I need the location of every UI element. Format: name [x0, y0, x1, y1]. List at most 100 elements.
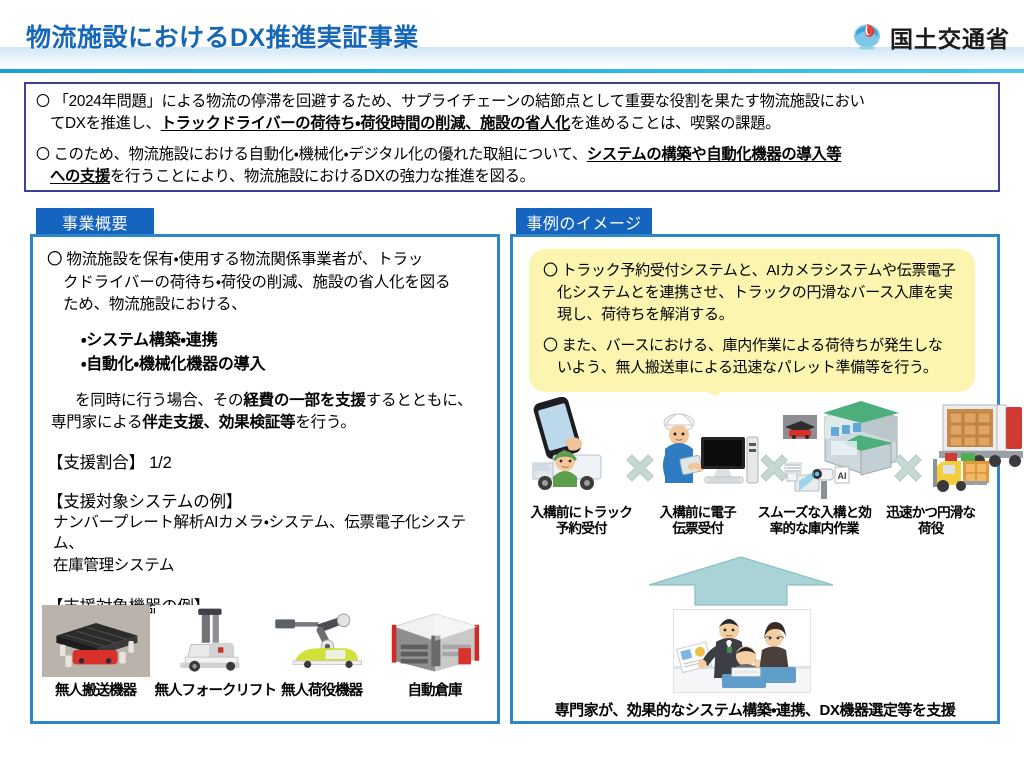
- summary-emphasis: システムの構築や自動化機器の導入等: [586, 146, 842, 164]
- target-systems-list: ナンバープレート解析AIカメラ・システム、伝票電子化システム、 在庫管理システム: [47, 512, 483, 577]
- case-callout: 〇 トラック予約受付システムと、AIカメラシステムや伝票電子 化システムとを連携…: [529, 249, 975, 392]
- overview-text: を同時に行う場合、その: [75, 391, 244, 409]
- equipment-item: 無人搬送機器: [41, 605, 150, 700]
- overview-text: 専門家による: [51, 414, 143, 432]
- summary-emphasis: への支援: [50, 168, 110, 186]
- truck-smartphone-booking-icon: [523, 397, 623, 501]
- summary-box: 〇 「2024年問題」による物流の停滞を回避するため、サプライチェーンの結節点と…: [24, 82, 1000, 192]
- callout-text: いよう、無人搬送車による迅速なパレット準備等を行う。: [557, 359, 938, 376]
- flow-icon-row: AI: [523, 397, 1023, 501]
- truck-forklift-loading-icon: [921, 397, 1024, 501]
- support-rate-label: 【支援割合】: [47, 453, 145, 472]
- x-cross-icon: [891, 453, 925, 501]
- overview-paragraph: 〇 物流施設を保有・使用する物流関係事業者が、トラッ クドライバーの荷待ち・荷役…: [47, 249, 483, 317]
- equipment-caption: 無人フォークリフト: [154, 683, 278, 699]
- list-item: ナンバープレート解析AIカメラ・システム、伝票電子化システム、: [53, 513, 466, 553]
- summary-text: てDXを推進し、: [50, 114, 161, 132]
- caption-line: 予約受付: [555, 521, 608, 537]
- list-item: ・システム構築・連携: [81, 331, 218, 349]
- tab-case-image[interactable]: 事例のイメージ: [516, 208, 652, 236]
- overview-text: するとともに、: [365, 391, 473, 409]
- callout-text: トラック予約受付システムと、AIカメラシステムや伝票電子: [561, 262, 956, 279]
- summary-text: このため、物流施設における自動化・機械化・デジタル化の優れた取組について、: [53, 146, 587, 164]
- flow-step: [657, 397, 759, 501]
- flow-step-caption: 入構前にトラック 予約受付: [523, 505, 640, 538]
- caption-line: スムーズな入構と効: [757, 505, 872, 520]
- summary-text: を行うことにより、物流施設におけるDXの強力な推進を図る。: [110, 168, 535, 186]
- equipment-item: 無人フォークリフト: [154, 605, 278, 700]
- overview-text: クドライバーの荷待ち・荷役の削減、施設の省人化を図る: [63, 273, 451, 291]
- support-rate: 【支援割合】 1/2: [47, 449, 483, 473]
- bullet-icon: 〇: [543, 337, 558, 355]
- summary-text: 「2024年問題」による物流の停滞を回避するため、サプライチェーンの結節点として…: [53, 93, 865, 110]
- header-accent-rule: [0, 69, 1024, 73]
- bullet-icon: 〇: [543, 262, 558, 279]
- bullet-icon: 〇: [36, 146, 50, 163]
- target-systems-heading: 【支援対象システムの例】: [47, 492, 243, 511]
- summary-item: 〇 このため、物流施設における自動化・機械化・デジタル化の優れた取組について、シ…: [26, 144, 998, 187]
- process-flow-diagram: AI: [523, 397, 1023, 547]
- overview-text: ため、物流施設における、: [63, 296, 247, 314]
- up-arrow-icon: [641, 555, 841, 607]
- automated-warehouse-icon: [380, 605, 489, 677]
- support-rate-value: 1/2: [149, 453, 172, 472]
- header-gradient-band: [0, 47, 1024, 73]
- flow-step: [925, 397, 1024, 501]
- equipment-caption: 無人荷役機器: [281, 683, 363, 699]
- bullet-icon: 〇: [36, 93, 50, 109]
- mlit-logo-icon: [852, 22, 882, 52]
- list-item: ・自動化・機械化機器の導入: [81, 356, 266, 374]
- caption-line: 入構前に電子: [659, 505, 737, 520]
- automated-forklift-icon: [154, 605, 263, 677]
- callout-item: 〇 また、バースにおける、庫内作業による荷待ちが発生しな いよう、無人搬送車によ…: [543, 335, 961, 379]
- overview-paragraph-2: を同時に行う場合、その経費の一部を支援するとともに、 専門家による伴走支援、効果…: [47, 390, 483, 435]
- summary-item: 〇 「2024年問題」による物流の停滞を回避するため、サプライチェーンの結節点と…: [26, 91, 998, 134]
- robotic-arm-loader-icon: [267, 605, 376, 677]
- summary-emphasis: トラックドライバーの荷待ち・荷役時間の削減、施設の省人化: [160, 114, 571, 132]
- warehouse-ai-camera-agv-icon: AI: [781, 397, 901, 501]
- equipment-caption: 無人搬送機器: [55, 683, 137, 699]
- equipment-item: 無人荷役機器: [267, 605, 376, 700]
- overview-emphasis: 伴走支援、効果検証等: [142, 414, 296, 432]
- callout-item: 〇 トラック予約受付システムと、AIカメラシステムや伝票電子 化システムとを連携…: [543, 260, 961, 325]
- flow-step-caption: スムーズな入構と効 率的な庫内作業: [756, 505, 873, 538]
- flow-step: AI: [783, 397, 899, 501]
- tab-business-overview[interactable]: 事業概要: [36, 208, 154, 236]
- equipment-caption: 自動倉庫: [407, 683, 463, 699]
- flow-caption-row: 入構前にトラック 予約受付 入構前に電子 伝票受付 スムーズな入構と効 率的な庫…: [523, 505, 989, 538]
- callout-tail: [689, 375, 741, 397]
- callout-text: 化システムとを連携させ、トラックの円滑なバース入庫を実: [557, 283, 953, 301]
- caption-line: 入構前にトラック: [530, 505, 633, 520]
- caption-line: 率的な庫内作業: [769, 521, 860, 537]
- caption-line: 伝票受付: [672, 521, 724, 537]
- flow-step-caption: 入構前に電子 伝票受付: [640, 505, 757, 538]
- experts-consulting-icon: [673, 609, 811, 693]
- equipment-item: 自動倉庫: [380, 605, 489, 700]
- case-image-panel: 〇 トラック予約受付システムと、AIカメラシステムや伝票電子 化システムとを連携…: [510, 234, 1023, 724]
- bullet-icon: 〇: [47, 251, 63, 268]
- x-cross-icon: [623, 453, 657, 501]
- overview-emphasis: 経費の一部を支援: [243, 391, 366, 409]
- list-item: 在庫管理システム: [53, 557, 175, 575]
- callout-text: また、バースにおける、庫内作業による荷待ちが発生しな: [561, 337, 943, 355]
- x-cross-icon: [757, 453, 791, 501]
- overview-text: 物流施設を保有・使用する物流関係事業者が、トラッ: [66, 251, 424, 268]
- flow-step-caption: 迅速かつ円滑な 荷役: [873, 505, 990, 538]
- caption-line: 荷役: [918, 521, 944, 537]
- overview-bullet-list: ・システム構築・連携 ・自動化・機械化機器の導入: [47, 329, 483, 378]
- svg-text:AI: AI: [838, 471, 847, 481]
- business-overview-body: 〇 物流施設を保有・使用する物流関係事業者が、トラッ クドライバーの荷待ち・荷役…: [33, 237, 497, 617]
- caption-line: 迅速かつ円滑な: [886, 505, 976, 520]
- callout-text: 現し、荷待ちを解消する。: [557, 305, 734, 323]
- business-overview-panel: 〇 物流施設を保有・使用する物流関係事業者が、トラッ クドライバーの荷待ち・荷役…: [30, 234, 500, 724]
- overview-text: を行う。: [295, 414, 356, 432]
- ministry-name: 国土交通省: [890, 26, 1010, 52]
- summary-text: を進めることは、喫緊の課題。: [570, 114, 781, 132]
- page-title: 物流施設におけるDX推進実証事業: [26, 24, 419, 52]
- ministry-branding: 国土交通省: [852, 20, 1010, 54]
- experts-caption: 専門家が、効果的なシステム構築・連携、DX機器選定等を支援: [554, 702, 956, 719]
- equipment-strip: 無人搬送機器: [33, 605, 497, 700]
- worker-pc-edi-icon: [653, 397, 761, 501]
- agv-pallet-robot-icon: [41, 605, 150, 677]
